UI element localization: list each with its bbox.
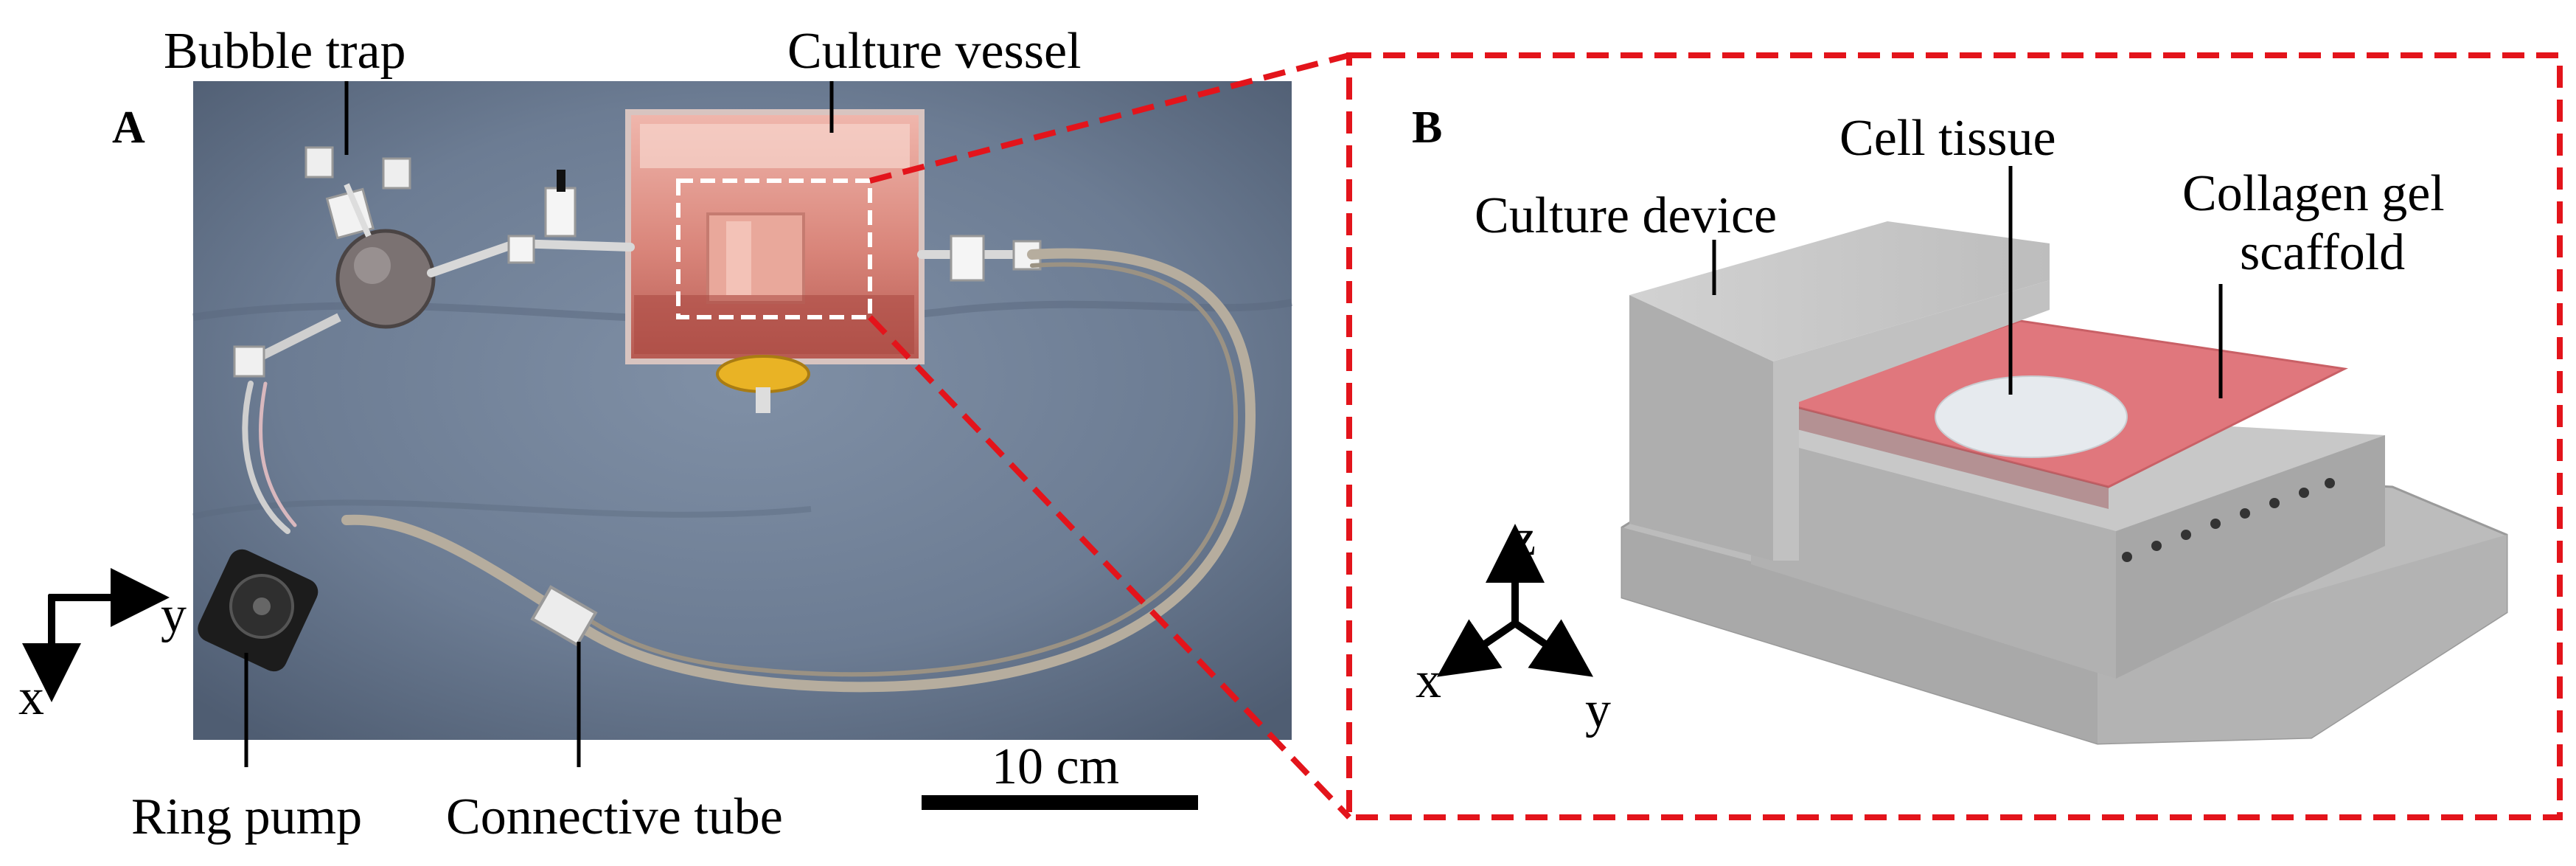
axis-a-y: y xyxy=(161,586,187,643)
axes-a: y x xyxy=(18,568,187,726)
tubing xyxy=(242,170,1256,693)
bubble-trap xyxy=(233,146,436,378)
callout-lines xyxy=(868,52,2563,820)
label-culture-device: Culture device xyxy=(1475,187,1777,244)
axis-b-x: x xyxy=(1416,652,1441,709)
connective-tube-fitting xyxy=(530,585,598,647)
scale-bar: 10 cm xyxy=(922,738,1198,810)
label-connective-tube: Connective tube xyxy=(446,789,783,845)
ring-pump xyxy=(198,549,318,672)
label-collagen-line2: scaffold xyxy=(2240,224,2405,281)
axes-b xyxy=(1436,524,1594,677)
culture-device xyxy=(1621,221,2508,745)
axis-a-x: x xyxy=(18,669,44,726)
cell-tissue xyxy=(1935,375,2128,458)
label-cell-tissue: Cell tissue xyxy=(1839,110,2056,167)
axis-b-z: z xyxy=(1513,510,1536,567)
label-ring-pump: Ring pump xyxy=(131,789,362,845)
zoom-region-box xyxy=(676,179,872,319)
label-collagen-line1: Collagen gel xyxy=(2182,165,2445,222)
filter-icon xyxy=(716,355,810,413)
scale-bar-label: 10 cm xyxy=(992,738,1119,795)
label-culture-vessel: Culture vessel xyxy=(787,23,1082,80)
label-bubble-trap: Bubble trap xyxy=(164,23,406,80)
panel-a-letter: A xyxy=(112,103,145,153)
axis-b-y: y xyxy=(1585,682,1611,738)
panel-b-letter: B xyxy=(1412,103,1442,153)
panel-a-photo xyxy=(192,81,1292,740)
side-holes xyxy=(2122,478,2335,562)
cloth-fold xyxy=(192,499,812,519)
scale-bar-line xyxy=(922,795,1198,810)
panel-b-frame xyxy=(1346,52,2563,820)
